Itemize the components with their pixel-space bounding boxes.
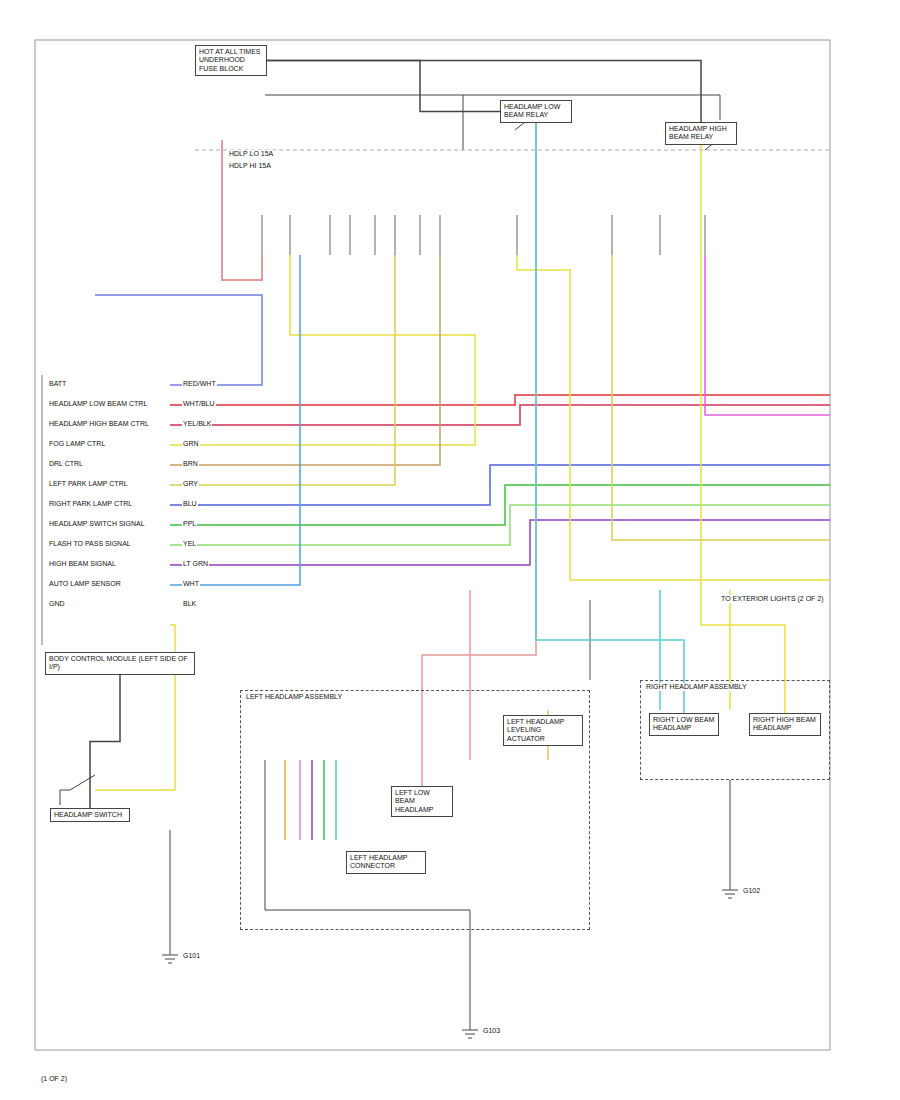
node-title: LEFT LOW BEAM HEADLAMP	[395, 789, 449, 814]
node-title: LEFT HEADLAMP CONNECTOR	[350, 854, 422, 871]
node-title: HOT AT ALL TIMES	[199, 48, 263, 56]
ground-label: G101	[182, 952, 201, 960]
page-number: (1 OF 2)	[40, 1075, 68, 1083]
wire	[95, 625, 175, 790]
wire-code: GRN	[182, 440, 200, 448]
node-title: RIGHT HIGH BEAM HEADLAMP	[753, 716, 817, 733]
pin-name: GND	[48, 600, 66, 608]
wire	[170, 830, 171, 955]
bus-wire	[265, 95, 720, 96]
bus-wire	[463, 95, 464, 150]
wire-connector	[422, 123, 536, 786]
fuse-label: HDLP LO 15A	[228, 150, 274, 158]
lamp-box: RIGHT LOW BEAM HEADLAMP	[649, 713, 719, 736]
wire-connector	[267, 61, 500, 112]
bus-wire	[720, 95, 721, 120]
connector-box: LEFT HEADLAMP CONNECTOR	[346, 851, 426, 874]
wire	[222, 140, 262, 280]
node-title: HEADLAMP SWITCH	[54, 811, 126, 819]
pin-name: LEFT PARK LAMP CTRL	[48, 480, 129, 488]
wire-code: RED/WHT	[182, 380, 217, 388]
actuator-box: LEFT HEADLAMP LEVELING ACTUATOR	[503, 715, 583, 746]
fuse-label: HDLP HI 15A	[228, 162, 272, 170]
ground-symbol	[462, 1030, 478, 1038]
wire-code: WHT/BLU	[182, 400, 216, 408]
node-title: HEADLAMP HIGH BEAM RELAY	[669, 125, 733, 142]
connector-row	[262, 215, 705, 255]
ground-label: G103	[482, 1027, 501, 1035]
wire-code: BLK	[182, 600, 197, 608]
note: TO EXTERIOR LIGHTS (2 OF 2)	[720, 595, 825, 603]
node-body: UNDERHOOD FUSE BLOCK	[199, 56, 263, 73]
node-title: HEADLAMP LOW BEAM RELAY	[504, 103, 568, 120]
ground-wire	[265, 880, 470, 1030]
wire-code: PPL	[182, 520, 197, 528]
pin-name: DRL CTRL	[48, 460, 84, 468]
pin-name: HEADLAMP HIGH BEAM CTRL	[48, 420, 150, 428]
pin-name: FOG LAMP CTRL	[48, 440, 106, 448]
wire-code: WHT	[182, 580, 200, 588]
pin-name: FLASH TO PASS SIGNAL	[48, 540, 132, 548]
ground-symbol	[162, 955, 178, 963]
node-title: LEFT HEADLAMP ASSEMBLY	[244, 693, 344, 701]
assembly-outline: RIGHT HEADLAMP ASSEMBLY RIGHT LOW BEAM HE…	[640, 680, 830, 780]
wire-code: BLU	[182, 500, 198, 508]
switch-box: HEADLAMP SWITCH	[50, 808, 130, 822]
module-box: BODY CONTROL MODULE (LEFT SIDE OF I/P)	[45, 652, 195, 675]
node-title: LEFT HEADLAMP LEVELING ACTUATOR	[507, 718, 579, 743]
wire	[60, 790, 70, 805]
pin-name: HEADLAMP SWITCH SIGNAL	[48, 520, 146, 528]
lamp-box: LEFT LOW BEAM HEADLAMP	[391, 786, 453, 817]
switch-symbol	[70, 775, 95, 790]
pin-name: AUTO LAMP SENSOR	[48, 580, 122, 588]
node-title: BODY CONTROL MODULE (LEFT SIDE OF I/P)	[49, 655, 191, 672]
module-bracket	[42, 375, 43, 645]
wire-code: YEL	[182, 540, 197, 548]
pin-name: RIGHT PARK LAMP CTRL	[48, 500, 133, 508]
ground-wire	[730, 780, 731, 890]
fuse-block: HOT AT ALL TIMESUNDERHOOD FUSE BLOCK	[195, 45, 267, 76]
node-title: RIGHT LOW BEAM HEADLAMP	[653, 716, 715, 733]
wire-connector	[90, 675, 120, 808]
pin-name: HIGH BEAM SIGNAL	[48, 560, 117, 568]
wire	[95, 295, 262, 385]
wire	[659, 590, 661, 710]
wire-code: LT GRN	[182, 560, 209, 568]
node-title: RIGHT HEADLAMP ASSEMBLY	[644, 683, 749, 691]
fuse-block-edge	[195, 150, 830, 151]
lamp-box: RIGHT HIGH BEAM HEADLAMP	[749, 713, 821, 736]
frame	[35, 40, 830, 1050]
wire	[729, 590, 731, 710]
wire-connector	[536, 123, 684, 713]
pin-name: HEADLAMP LOW BEAM CTRL	[48, 400, 148, 408]
wire-code: YEL/BLK	[182, 420, 212, 428]
pin-name: BATT	[48, 380, 67, 388]
wire-code: GRY	[182, 480, 199, 488]
ground-symbol	[722, 890, 738, 898]
assembly-outline: LEFT HEADLAMP ASSEMBLY LEFT LOW BEAM HEAD…	[240, 690, 590, 930]
wire-connector	[701, 145, 785, 713]
wire-connector	[267, 61, 701, 122]
ground-label: G102	[742, 887, 761, 895]
wire-bundle	[265, 590, 590, 880]
wire-bundle	[170, 255, 830, 585]
wire-code: BRN	[182, 460, 199, 468]
relay-box: HEADLAMP LOW BEAM RELAY	[500, 100, 572, 123]
relay-box: HEADLAMP HIGH BEAM RELAY	[665, 122, 737, 145]
